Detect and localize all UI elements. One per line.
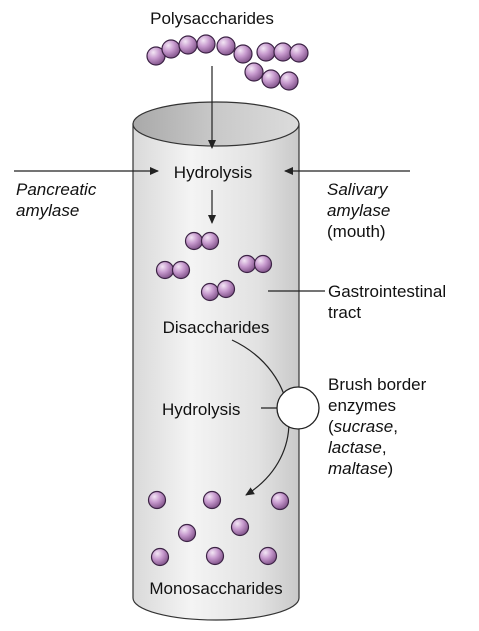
brush-border-label-2: enzymes — [328, 395, 396, 416]
comma-1: , — [393, 417, 398, 436]
paren-close: ) — [388, 459, 394, 478]
gi-tract-label-2: tract — [328, 302, 361, 323]
monosaccharides-label: Monosaccharides — [126, 578, 306, 599]
hydrolysis-top-label: Hydrolysis — [150, 162, 276, 183]
pancreatic-amylase-label-2: amylase — [16, 200, 79, 221]
polysaccharides-label: Polysaccharides — [132, 8, 292, 29]
brush-border-label-1: Brush border — [328, 374, 426, 395]
brush-border-label-3: (sucrase, — [328, 416, 398, 437]
salivary-amylase-label-1: Salivary — [327, 179, 387, 200]
brush-border-enzyme-circle — [277, 387, 319, 429]
salivary-mouth-label: (mouth) — [327, 221, 386, 242]
brush-border-label-5: maltase) — [328, 458, 393, 479]
gi-tract-label-1: Gastrointestinal — [328, 281, 446, 302]
salivary-amylase-label-2: amylase — [327, 200, 390, 221]
disaccharides-label: Disaccharides — [136, 317, 296, 338]
polysaccharide-chain — [147, 35, 308, 90]
pancreatic-amylase-label-1: Pancreatic — [16, 179, 96, 200]
sucrase-label: sucrase — [334, 417, 394, 436]
hydrolysis-mid-label: Hydrolysis — [162, 399, 240, 420]
lactase-label: lactase — [328, 438, 382, 457]
brush-border-label-4: lactase, — [328, 437, 387, 458]
comma-2: , — [382, 438, 387, 457]
maltase-label: maltase — [328, 459, 388, 478]
